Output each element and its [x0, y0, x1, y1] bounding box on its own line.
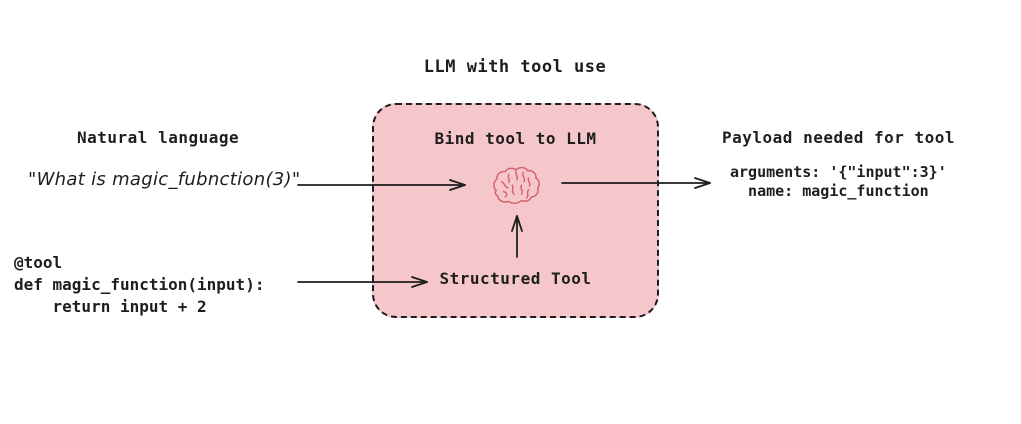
structured-tool-label: Structured Tool — [439, 269, 592, 288]
diagram-title: LLM with tool use — [423, 57, 607, 77]
tool-code-block: @tool def magic_function(input): return … — [14, 253, 265, 316]
natural-language-quote: "What is magic_fubnction(3)" — [28, 169, 301, 190]
payload-block: arguments: '{"input":3}' name: magic_fun… — [730, 163, 947, 200]
payload-heading: Payload needed for tool — [722, 128, 956, 147]
brain-icon — [489, 164, 543, 210]
bind-tool-box: Bind tool to LLM Structured Tool — [372, 103, 659, 318]
natural-language-heading: Natural language — [77, 128, 240, 147]
bind-tool-heading: Bind tool to LLM — [434, 129, 597, 148]
